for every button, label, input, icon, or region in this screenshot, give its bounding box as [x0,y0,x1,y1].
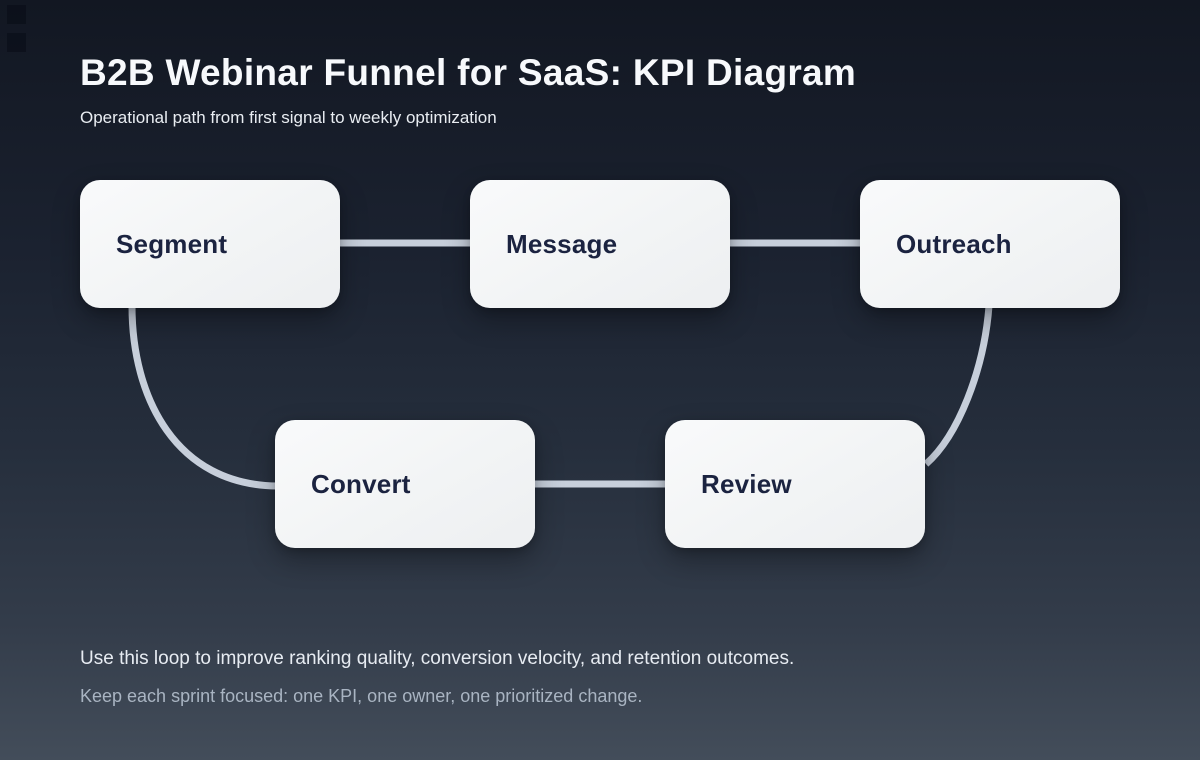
node-outreach: Outreach [860,180,1120,308]
footer-note-primary: Use this loop to improve ranking quality… [80,648,795,669]
node-message-label: Message [506,228,618,259]
connector-segment-to-convert [128,305,278,490]
node-review: Review [665,420,925,548]
decorative-corner-square [7,5,26,24]
node-convert: Convert [275,420,535,548]
footer-note-secondary: Keep each sprint focused: one KPI, one o… [80,686,643,706]
node-convert-label: Convert [311,468,411,499]
page-subtitle: Operational path from first signal to we… [80,108,497,127]
node-segment: Segment [80,180,340,308]
decorative-corner-square [7,33,26,52]
page-title: B2B Webinar Funnel for SaaS: KPI Diagram [80,52,857,93]
connector-outreach-to-review [923,305,993,467]
node-message: Message [470,180,730,308]
node-review-label: Review [701,468,792,499]
connector-group [128,239,993,490]
node-outreach-label: Outreach [896,228,1012,259]
node-segment-label: Segment [116,228,228,259]
